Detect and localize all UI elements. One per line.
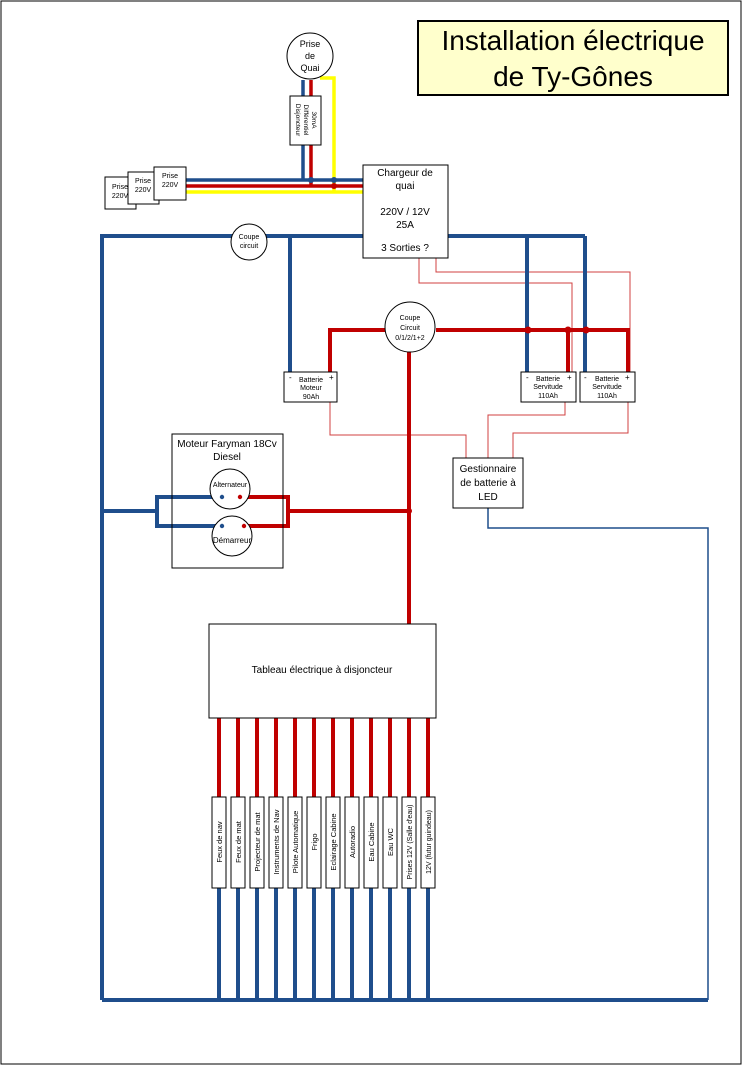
- title-line-2: de Ty-Gônes: [493, 61, 653, 92]
- circuit-label-9: Eau Cabine: [367, 822, 376, 861]
- battery-service-1-line-1: Batterie: [536, 376, 560, 383]
- negative-wires: [100, 234, 708, 1002]
- alternator: Alternateur: [209, 468, 251, 510]
- battery-service-2-line-1: Batterie: [595, 376, 619, 383]
- shore-socket-line-1: Prise: [300, 39, 321, 49]
- outlet-3-line-2: 220V: [162, 182, 179, 189]
- charger-line-1: Chargeur de: [377, 168, 433, 179]
- circuit-label-8: Autoradio: [348, 826, 357, 858]
- circuit-label-12: 12V (futur guindeau): [426, 810, 433, 874]
- outlet-220v-3: Prise 220V: [153, 166, 187, 201]
- circuit-fuse-5: Pilote Automatique: [287, 796, 303, 889]
- circuit-label-5: Pilote Automatique: [291, 811, 300, 874]
- battery-engine-line-2: Moteur: [300, 385, 322, 392]
- circuit-fuse-12: 12V (futur guindeau): [420, 796, 436, 889]
- starter-label: Démarreur: [213, 536, 252, 545]
- signal-wires: [329, 258, 631, 458]
- circuit-label-10: Eau WC: [386, 827, 395, 856]
- battery-manager-line-2: de batterie à: [460, 478, 516, 489]
- electrical-panel: Tableau électrique à disjoncteur: [208, 623, 437, 719]
- battery-manager-line-1: Gestionnaire: [460, 464, 517, 475]
- charger-line-4: 25A: [396, 220, 414, 231]
- circuit-fuse-1: Feux de nav: [211, 796, 227, 889]
- circuit-fuse-4: Instruments de Nav: [268, 796, 284, 889]
- alternator-label: Alternateur: [213, 482, 248, 489]
- outlet-2-line-2: 220V: [135, 187, 152, 194]
- panel-label: Tableau électrique à disjoncteur: [252, 665, 393, 676]
- title-line-1: Installation électrique: [441, 25, 704, 56]
- title-box: Installation électrique de Ty-Gônes: [417, 20, 729, 96]
- circuit-label-7: Eclairage Cabine: [329, 813, 338, 870]
- battery-engine-line-3: 90Ah: [303, 394, 319, 401]
- outlet-1-line-2: 220V: [112, 193, 129, 200]
- manager-negative-wire: [487, 508, 709, 1000]
- battery-engine-plus: +: [329, 373, 334, 382]
- battery-manager-line-3: LED: [478, 492, 497, 503]
- battery-service-1-line-3: 110Ah: [538, 393, 558, 400]
- ac-wires: [160, 76, 363, 194]
- shore-charger: Chargeur de quai 220V / 12V 25A 3 Sortie…: [362, 164, 449, 259]
- circuit-fuse-10: Eau WC: [382, 796, 398, 889]
- outlet-3-line-1: Prise: [162, 173, 178, 180]
- battery-service-1-line-2: Servitude: [533, 384, 563, 391]
- circuit-fuse-3: Projecteur de mat: [249, 796, 265, 889]
- battery-engine: - + Batterie Moteur 90Ah: [283, 371, 338, 403]
- circuit-label-2: Feux de mat: [234, 820, 243, 863]
- battery-service-2-minus: -: [584, 373, 587, 382]
- battery-service-1-plus: +: [567, 373, 572, 382]
- charger-line-5: 3 Sorties ?: [381, 243, 429, 254]
- starter-motor: Démarreur: [211, 515, 253, 557]
- shore-socket: Prise de Quai: [286, 32, 334, 80]
- breaker-small-line-1: Coupe: [239, 234, 260, 241]
- breaker-main-line-3: 0/1/2/1+2: [395, 335, 424, 342]
- battery-manager: Gestionnaire de batterie à LED: [452, 457, 524, 509]
- dc-junctions: [406, 326, 590, 514]
- charger-line-2: quai: [396, 181, 415, 192]
- circuit-fuse-7: Eclairage Cabine: [325, 796, 341, 889]
- engine-block: Moteur Faryman 18Cv Diesel: [171, 433, 284, 569]
- breaker-main-line-1: Coupe: [400, 315, 421, 322]
- circuit-label-3: Projecteur de mat: [253, 811, 262, 871]
- outlet-1-line-1: Prise: [112, 184, 128, 191]
- circuit-label-1: Feux de nav: [215, 821, 224, 863]
- battery-engine-minus: -: [289, 373, 292, 382]
- shore-socket-line-2: de: [305, 51, 315, 61]
- breaker-main-line-2: Circuit: [400, 325, 420, 332]
- charger-line-3: 220V / 12V: [380, 207, 430, 218]
- differential-breaker: Disjoncteur Différentiel 30mA: [289, 95, 322, 146]
- circuit-label-6: Frigo: [310, 833, 319, 850]
- outlet-2-line-1: Prise: [135, 178, 151, 185]
- battery-selector-switch: Coupe Circuit 0/1/2/1+2: [384, 301, 436, 353]
- differential-line-2: Différentiel: [302, 105, 309, 137]
- differential-line-1: Disjoncteur: [294, 104, 301, 137]
- circuit-fuse-8: Autoradio: [344, 796, 360, 889]
- circuit-breaker-small: Coupe circuit: [230, 223, 268, 261]
- shore-socket-line-3: Quai: [300, 63, 319, 73]
- ac-junctions: [308, 177, 337, 183]
- engine-line-2: Diesel: [213, 452, 241, 463]
- engine-line-1: Moteur Faryman 18Cv: [177, 439, 276, 450]
- breaker-small-line-2: circuit: [240, 243, 258, 250]
- circuit-fuse-11: Prises 12V (Salle d'eau): [401, 796, 417, 889]
- battery-service-1: - + Batterie Servitude 110Ah: [520, 371, 577, 403]
- battery-service-2: - + Batterie Servitude 110Ah: [579, 371, 636, 403]
- battery-service-2-line-2: Servitude: [592, 384, 622, 391]
- circuit-label-11: Prises 12V (Salle d'eau): [407, 805, 414, 880]
- circuit-fuse-2: Feux de mat: [230, 796, 246, 889]
- circuit-fuse-6: Frigo: [306, 796, 322, 889]
- battery-service-1-minus: -: [526, 373, 529, 382]
- circuit-fuses: Feux de nav Feux de mat Projecteur de ma…: [211, 796, 436, 889]
- circuit-fuse-9: Eau Cabine: [363, 796, 379, 889]
- circuit-label-4: Instruments de Nav: [272, 809, 281, 874]
- battery-service-2-plus: +: [625, 373, 630, 382]
- differential-line-3: 30mA: [310, 112, 317, 130]
- battery-service-2-line-3: 110Ah: [597, 393, 617, 400]
- positive-wires: [217, 328, 630, 797]
- battery-engine-line-1: Batterie: [299, 377, 323, 384]
